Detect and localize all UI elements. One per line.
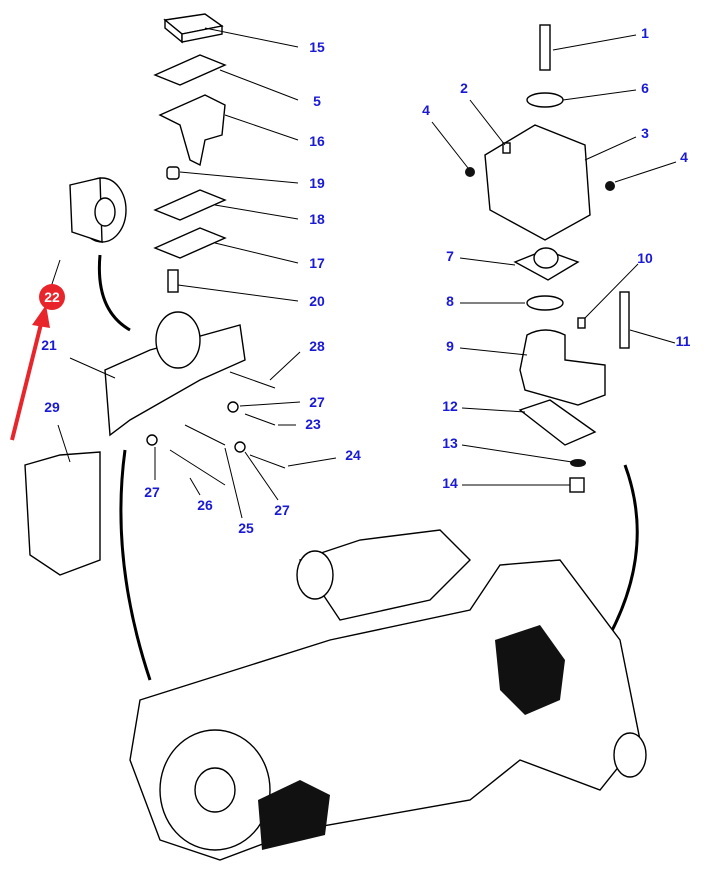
callout-8[interactable]: 8 — [446, 293, 454, 309]
part-2-screw — [502, 142, 511, 154]
callout-27[interactable]: 27 — [144, 484, 160, 500]
leader-line — [204, 27, 299, 48]
callout-13[interactable]: 13 — [442, 435, 458, 451]
part-8-washer — [526, 295, 564, 311]
leader-line — [224, 114, 299, 141]
callout-1[interactable]: 1 — [641, 25, 649, 41]
leader-line — [214, 204, 299, 220]
callout-29[interactable]: 29 — [44, 399, 60, 415]
leader-line — [214, 242, 299, 264]
callout-23[interactable]: 23 — [305, 416, 321, 432]
highlight-arrow — [10, 319, 44, 441]
leader-line — [287, 457, 337, 467]
leader-line — [179, 171, 299, 184]
callout-16[interactable]: 16 — [309, 133, 325, 149]
leader-line — [459, 347, 528, 356]
part-14-nut — [569, 477, 585, 493]
callout-25[interactable]: 25 — [238, 520, 254, 536]
callout-28[interactable]: 28 — [309, 338, 325, 354]
leader-line — [459, 257, 516, 266]
leader-line — [219, 69, 299, 101]
part-1-bolt — [539, 24, 551, 71]
leader-line — [69, 357, 116, 379]
callout-2[interactable]: 2 — [460, 80, 468, 96]
part-6-washer — [526, 92, 564, 108]
leader-lines — [57, 27, 677, 519]
leader-line — [269, 351, 301, 381]
curved-arrow — [119, 449, 152, 681]
part-19-spacer — [166, 166, 180, 180]
part-15-block — [163, 13, 224, 44]
leader-line — [584, 136, 637, 161]
part-22-mount — [69, 177, 127, 243]
callout-19[interactable]: 19 — [309, 175, 325, 191]
part-11-bolt — [619, 291, 630, 349]
leader-line — [224, 447, 243, 519]
part-9-block — [519, 329, 606, 406]
leader-line — [189, 477, 201, 496]
part-20-bolt — [167, 269, 179, 293]
callout-21[interactable]: 21 — [41, 337, 57, 353]
badge-label: 22 — [44, 289, 60, 305]
curved-arrow — [97, 254, 131, 332]
leader-line — [177, 284, 299, 302]
leader-line — [461, 407, 526, 413]
callout-27[interactable]: 27 — [274, 502, 290, 518]
part-21-bracket-assembly — [104, 311, 246, 437]
part-18-plate — [153, 189, 227, 221]
callout-20[interactable]: 20 — [309, 293, 325, 309]
callout-11[interactable]: 11 — [676, 333, 691, 349]
part-12-plate — [518, 399, 597, 446]
leader-line — [239, 401, 301, 407]
callout-14[interactable]: 14 — [442, 475, 458, 491]
callout-9[interactable]: 9 — [446, 338, 454, 354]
callout-7[interactable]: 7 — [446, 248, 454, 264]
leader-line — [461, 444, 573, 463]
callout-12[interactable]: 12 — [442, 398, 458, 414]
part-16-bracket — [158, 94, 226, 167]
callout-5[interactable]: 5 — [313, 93, 321, 109]
leader-line — [552, 34, 637, 51]
part-7-mount — [513, 247, 580, 281]
leader-line — [629, 329, 676, 344]
callout-26[interactable]: 26 — [197, 497, 213, 513]
callout-4[interactable]: 4 — [422, 102, 430, 118]
part-4-nut — [465, 167, 615, 191]
callout-24[interactable]: 24 — [345, 447, 361, 463]
part-5-plate — [153, 54, 227, 86]
part-29-plate — [24, 451, 101, 576]
part-3-bracket — [484, 124, 591, 241]
leader-line — [57, 424, 71, 463]
callout-labels: 1551619181720282723242725262721291634427… — [41, 25, 690, 536]
leader-line — [431, 121, 469, 169]
leader-line — [584, 263, 639, 319]
parts-drawings — [24, 13, 647, 861]
leader-line — [244, 451, 279, 501]
highlight-badge[interactable]: 22 — [39, 284, 65, 310]
callout-27[interactable]: 27 — [309, 394, 325, 410]
part-13-washer — [570, 459, 586, 467]
leader-line — [562, 89, 637, 101]
callout-4[interactable]: 4 — [680, 149, 688, 165]
callout-6[interactable]: 6 — [641, 80, 649, 96]
leader-line — [614, 161, 677, 183]
leader-line — [469, 99, 506, 146]
callout-15[interactable]: 15 — [309, 39, 325, 55]
callout-3[interactable]: 3 — [641, 125, 649, 141]
callout-10[interactable]: 10 — [637, 250, 653, 266]
part-10-screw — [577, 317, 586, 329]
highlight-arrowhead — [32, 305, 50, 328]
bolts-23-28 — [146, 371, 286, 486]
part-17-plate — [153, 227, 227, 259]
transmission-assembly — [129, 529, 647, 861]
callout-18[interactable]: 18 — [309, 211, 325, 227]
callout-17[interactable]: 17 — [309, 255, 325, 271]
